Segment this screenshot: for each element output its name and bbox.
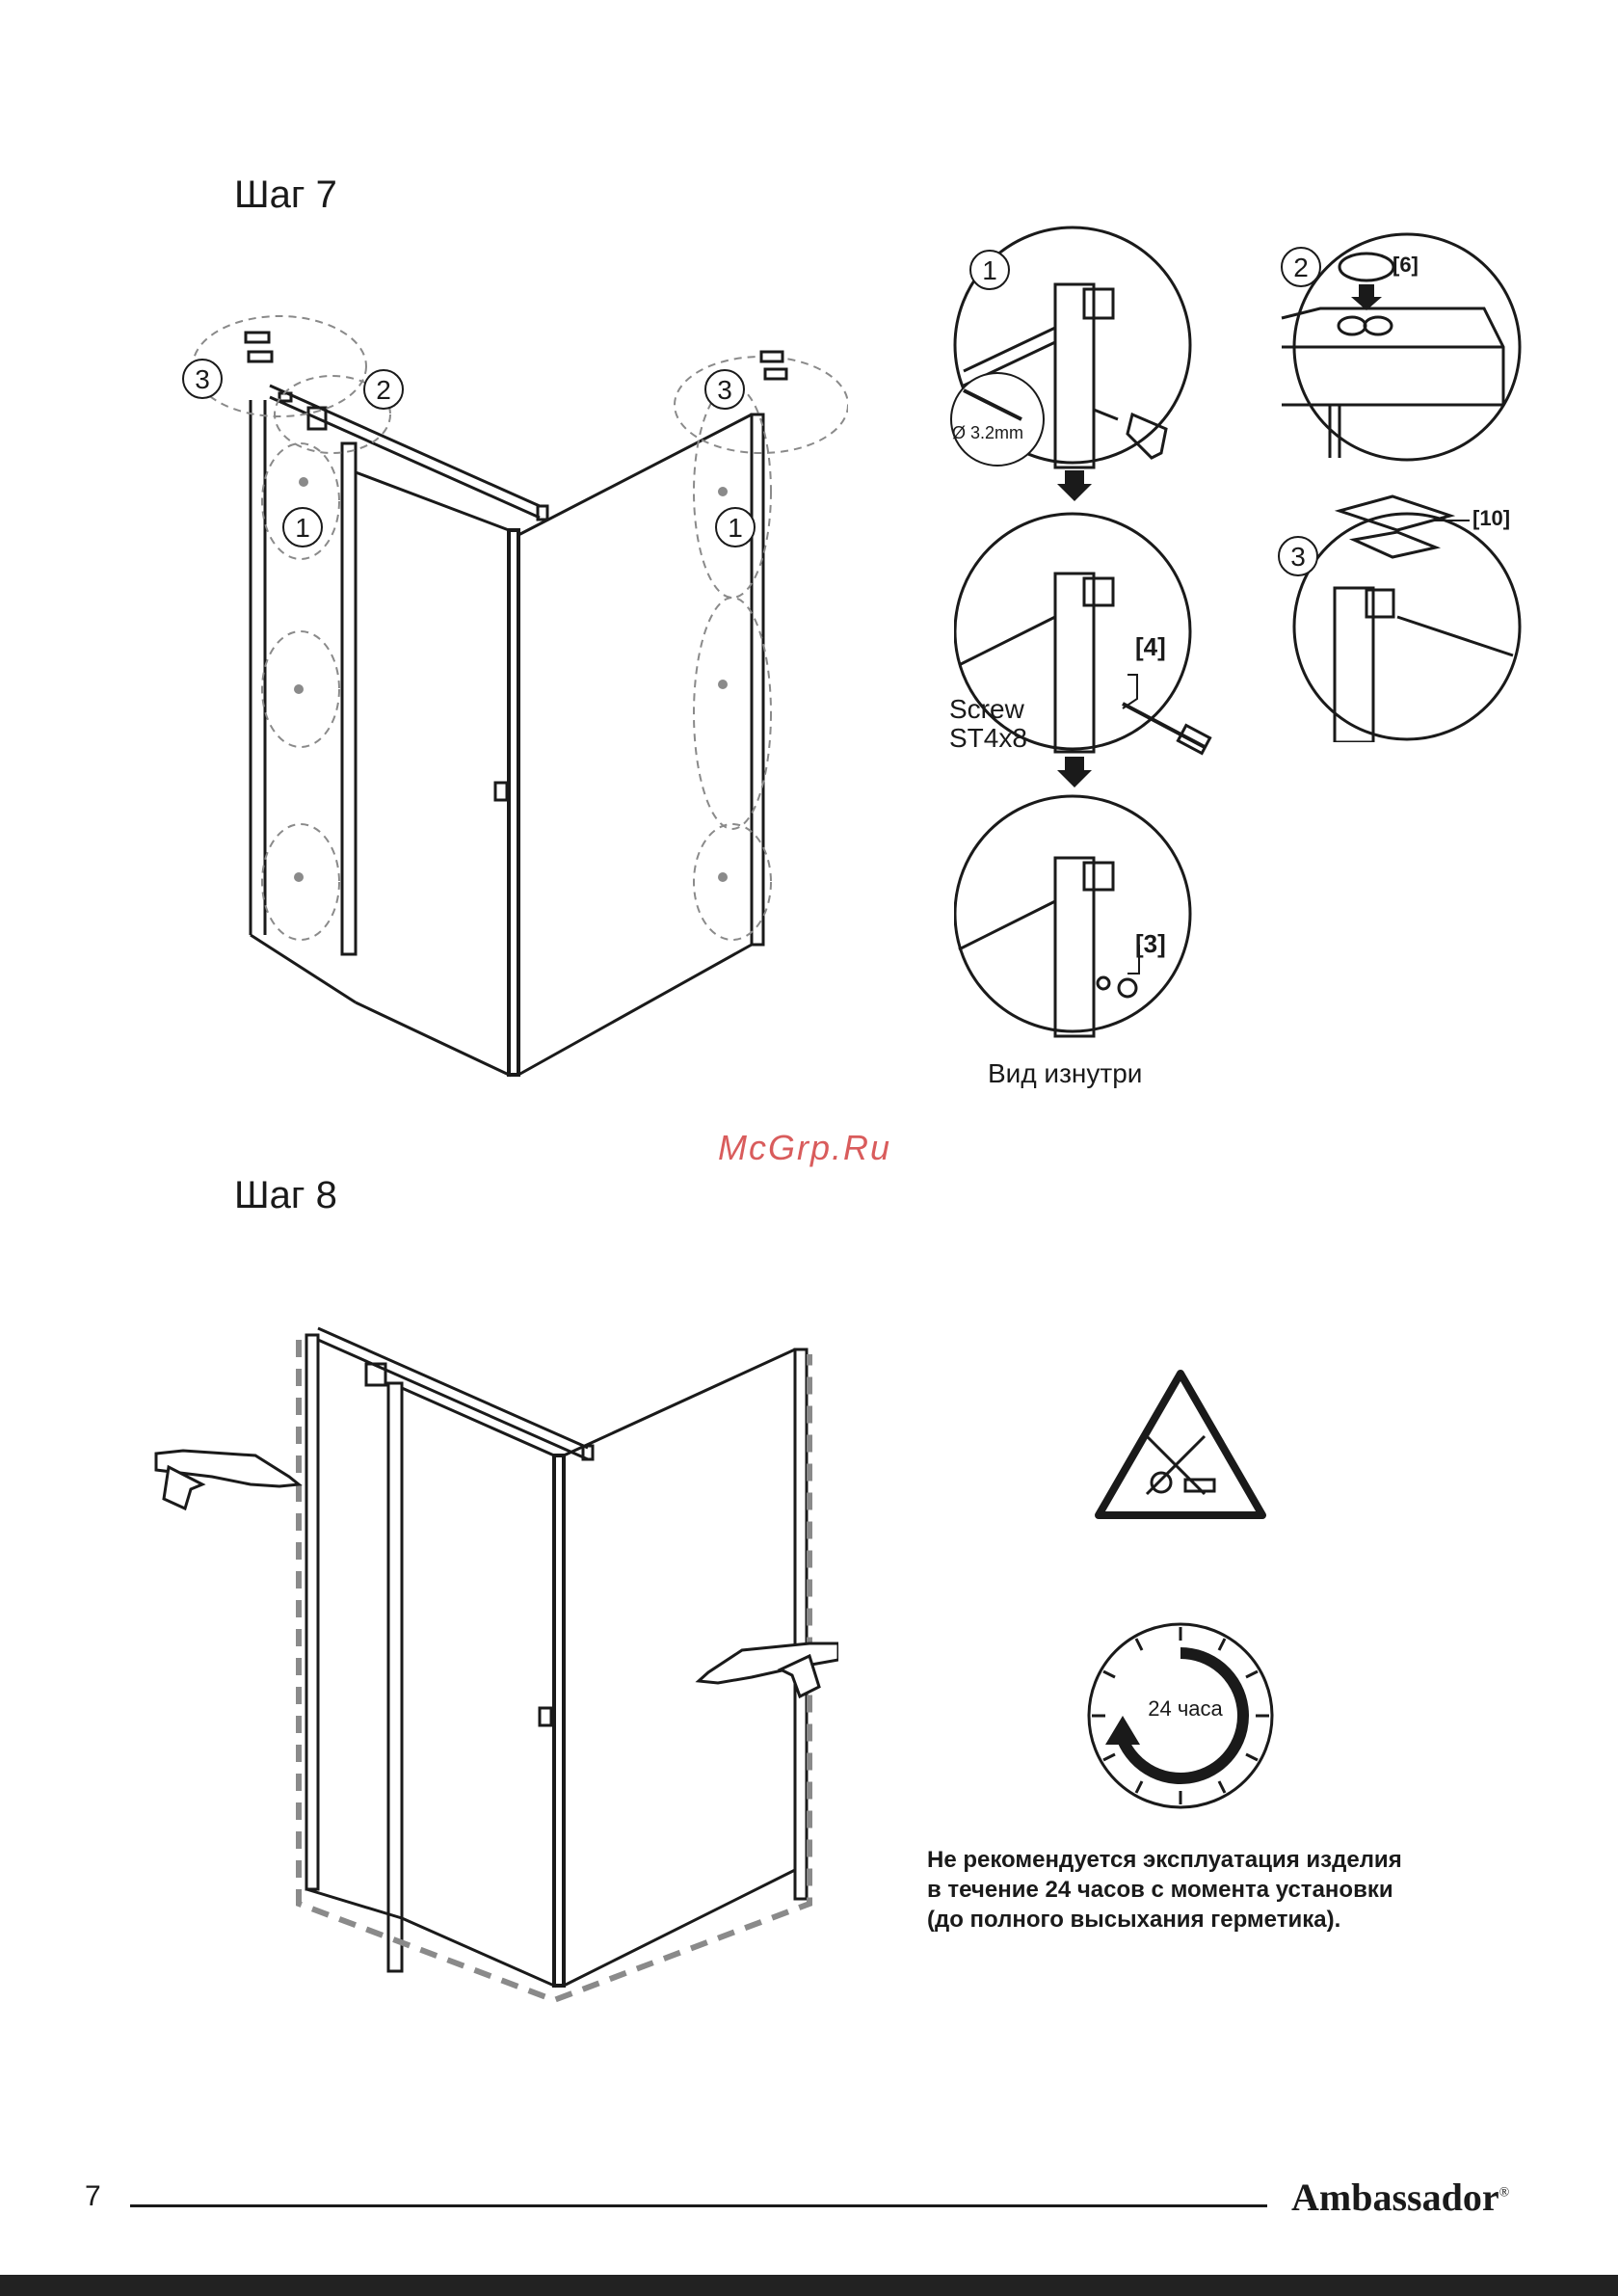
step7-enclosure-illustration: 3 2 3 1 1 [173,308,848,1099]
watermark: McGrp.Ru [718,1128,891,1168]
callout-3-left: 3 [195,364,210,394]
registered-mark: ® [1499,2186,1510,2201]
warning-line: Не рекомендуется эксплуатация изделия [927,1845,1402,1875]
step8-title: Шаг 8 [234,1174,337,1217]
timer-label: 24 часа [1148,1696,1223,1721]
drill-size-label: Ø 3.2mm [952,423,1023,442]
part-4-label: [4] [1135,632,1166,661]
part-10-label: [10] [1472,506,1510,530]
step8-enclosure-illustration [145,1311,838,2063]
callout-1-right: 1 [728,513,743,543]
page-number: 7 [85,2180,101,2213]
step7-title: Шаг 7 [234,174,337,217]
bottom-edge-bar [0,2275,1618,2296]
footer-rule [130,2204,1267,2207]
brand-name: Ambassador [1291,2176,1499,2219]
arrow-down-icon [1057,470,1092,501]
detail-top-cap-circle: 2 [6] [1262,231,1542,463]
part-3-label: [3] [1135,929,1166,958]
callout-3-right: 3 [717,375,732,405]
screw-label: Screw [949,694,1024,725]
curing-clock-icon: 24 часа [1084,1619,1277,1812]
part-6-label: [6] [1393,253,1419,277]
brand-logo: Ambassador® [1291,2175,1509,2220]
no-cleaning-warning-icon [1094,1369,1267,1523]
screw-size-label: ST4x8 [949,723,1027,754]
callout-2-rail: 2 [376,375,391,405]
detail-drill-circle: Ø 3.2mm 1 [925,222,1214,492]
detail-side-cap-circle: [10] 3 [1262,482,1552,742]
inside-view-label: Вид изнутри [988,1058,1142,1089]
detail-callout-2: 2 [1293,253,1309,282]
detail-callout-1: 1 [982,255,997,285]
warning-line: в течение 24 часов с момента установки [927,1875,1402,1905]
warning-line: (до полного высыхания герметика). [927,1905,1402,1935]
callout-1-left: 1 [295,513,310,543]
warning-text: Не рекомендуется эксплуатация изделия в … [927,1845,1402,1935]
detail-inside-circle: [3] [954,790,1243,1051]
detail-callout-3: 3 [1290,542,1306,572]
